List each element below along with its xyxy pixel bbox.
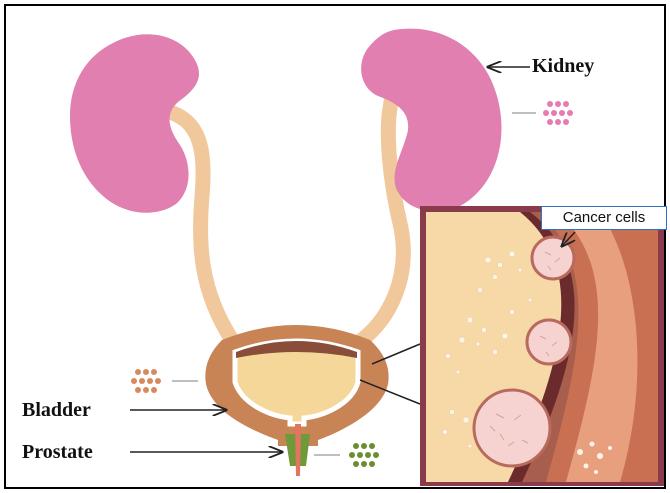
kidney-label: Kidney [532,56,594,76]
magnified-inset [420,206,664,486]
dot-cluster-icon [543,101,573,125]
ureters [170,98,403,345]
prostate-label: Prostate [22,442,93,462]
bladder-label: Bladder [22,400,91,420]
cancer-cells-label: Cancer cells [541,206,667,230]
dot-cluster-icon [131,369,161,393]
ureter-right [355,98,403,345]
dot-cluster-icon [349,443,379,467]
